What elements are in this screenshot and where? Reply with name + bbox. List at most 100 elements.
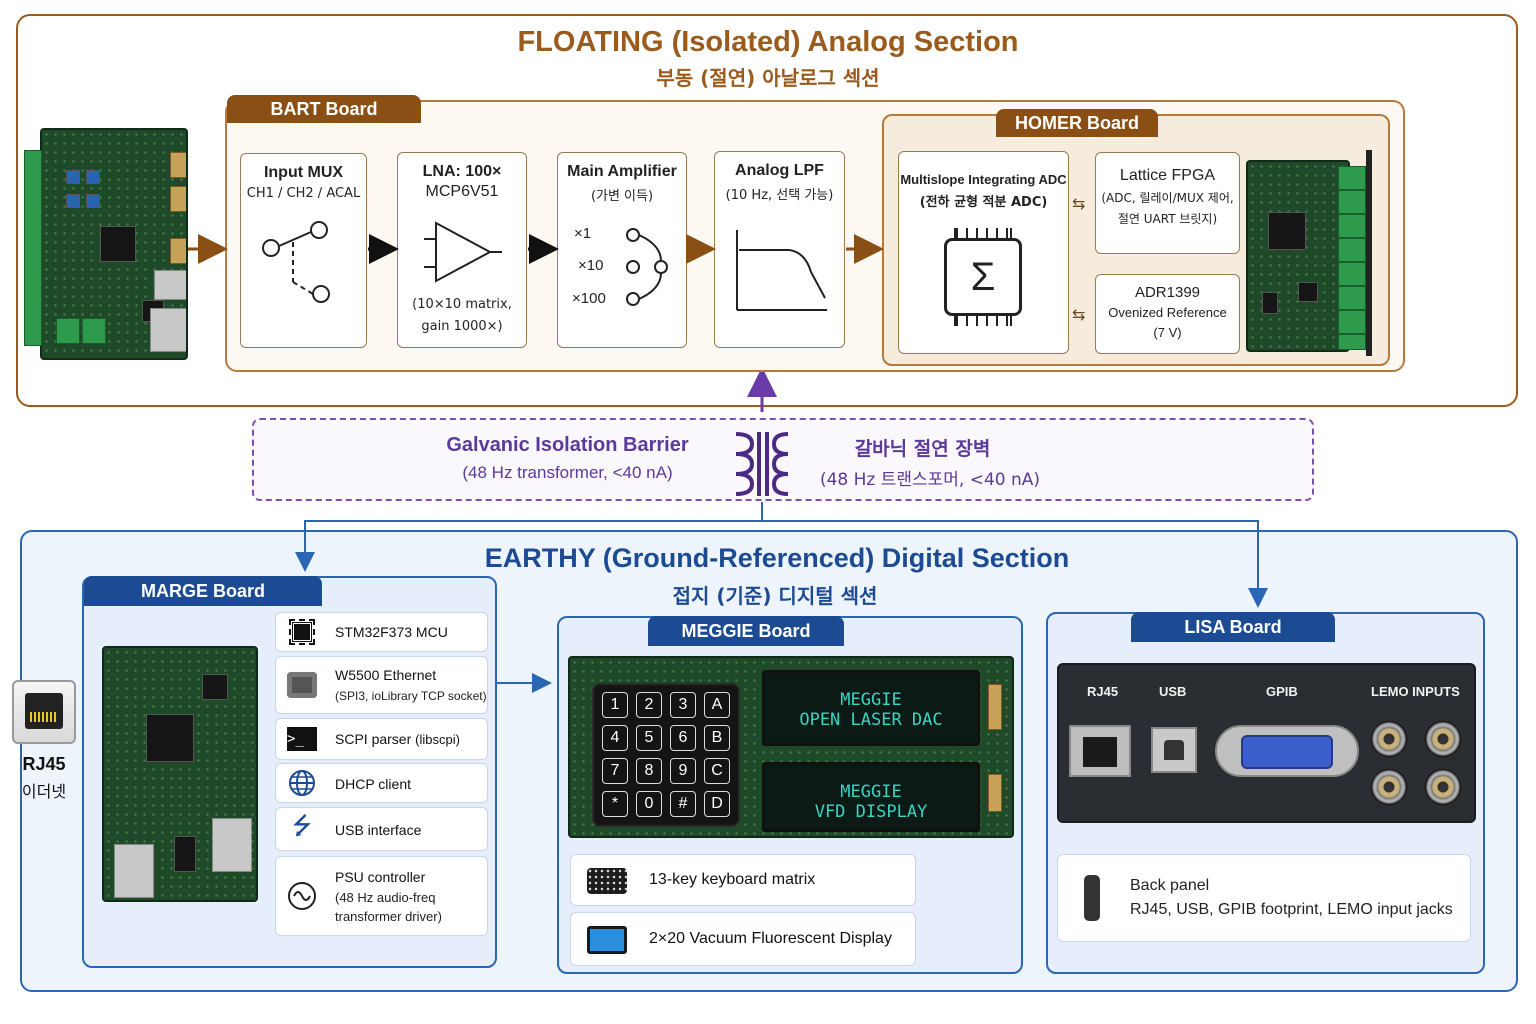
lemo-jack-2[interactable] [1425,721,1461,757]
keypad-key[interactable]: 3 [670,692,696,718]
vfd-display-bottom: MEGGIE VFD DISPLAY [762,762,980,832]
marge-feature-psu-label: PSU controller [335,869,426,885]
main-amplifier-sub: (가변 이득) [590,189,654,204]
keypad-key[interactable]: 5 [636,725,662,751]
keypad-key[interactable]: B [704,725,730,751]
keypad-key[interactable]: C [704,758,730,784]
vfd-bottom-line2: VFD DISPLAY [814,802,928,822]
panel-label-lemo: LEMO INPUTS [1371,684,1460,699]
marge-feature-psu-sub1: (48 Hz audio-freq [335,890,436,905]
vfd-top-line1: MEGGIE [840,690,902,710]
monitor-icon [587,926,627,954]
reference-title: ADR1399 [1134,284,1201,301]
fpga-title: Lattice FPGA [1119,167,1216,184]
keypad-key[interactable]: * [602,791,628,817]
reference-block: ADR1399 Ovenized Reference (7 V) [1095,274,1240,354]
marge-board-photo [102,646,258,902]
keypad-key[interactable]: D [704,791,730,817]
ethernet-icon [286,669,318,701]
panel-usb-port[interactable] [1151,727,1197,773]
marge-feature-mcu-label: STM32F373 MCU [335,624,448,640]
adc-block: Multislope Integrating ADC (전하 균형 적분 ADC… [898,151,1069,354]
analog-lpf-title: Analog LPF [735,162,824,179]
barrier-title-en: Galvanic Isolation Barrier [446,434,689,456]
meggie-board-tab: MEGGIE Board [648,616,844,646]
lowpass-response-icon [736,230,827,311]
fpga-block: Lattice FPGA (ADC, 릴레이/MUX 제어, 절연 UART 브… [1095,152,1240,254]
keyboard-icon [587,868,627,894]
gain-x100-label: ×100 [572,290,606,307]
marge-feature-ethernet-label: W5500 Ethernet [335,667,437,683]
keypad-key[interactable]: 9 [670,758,696,784]
fpga-sub2: 절연 UART 브릿지) [1117,212,1218,226]
lisa-board-tab: LISA Board [1131,612,1335,642]
amplifier-icon [424,221,502,283]
marge-feature-usb: ⭍ USB interface [275,807,488,851]
rj45-ethernet-jack-icon[interactable] [12,680,76,744]
keypad-key[interactable]: 8 [636,758,662,784]
keypad-key[interactable]: 7 [602,758,628,784]
marge-feature-ethernet: W5500 Ethernet (SPI3, ioLibrary TCP sock… [275,656,488,714]
keypad-key[interactable]: 0 [636,791,662,817]
input-mux-block: Input MUX CH1 / CH2 / ACAL [240,153,367,348]
marge-feature-scpi-sub: (libscpi) [415,732,460,747]
panel-label-usb: USB [1159,684,1187,699]
keypad-key[interactable]: 2 [636,692,662,718]
panel-connectors-icon [1084,875,1100,921]
marge-feature-dhcp: DHCP client [275,763,488,803]
bart-board-photo [40,128,188,360]
gain-selector-icon [626,228,668,306]
lisa-back-panel: RJ45 USB GPIB LEMO INPUTS [1057,663,1476,823]
keypad-key[interactable]: # [670,791,696,817]
lna-part: MCP6V51 [425,183,499,200]
fpga-sub1: (ADC, 릴레이/MUX 제어, [1101,191,1234,205]
gain-x1-label: ×1 [574,225,592,242]
keypad-key[interactable]: A [704,692,730,718]
lisa-note-sub: RJ45, USB, GPIB footprint, LEMO input ja… [1130,901,1453,918]
earthy-section-subtitle: 접지 (기준) 디지털 섹션 [672,584,878,608]
lemo-jack-4[interactable] [1425,769,1461,805]
floating-section-title: FLOATING (Isolated) Analog Section [517,26,1019,58]
input-mux-title: Input MUX [263,164,344,181]
meggie-feature-keyboard-label: 13-key keyboard matrix [649,871,816,888]
sigma-chip-icon: Σ [944,238,1022,316]
marge-feature-scpi: >_ SCPI parser (libscpi) [275,718,488,760]
keypad-key[interactable]: 1 [602,692,628,718]
lemo-jack-3[interactable] [1371,769,1407,805]
vfd-connector-bottom [988,774,1002,812]
globe-icon [286,767,318,799]
main-amplifier-title: Main Amplifier [567,163,677,180]
chip-pins-top [954,228,1012,238]
panel-rj45-port[interactable] [1069,725,1131,777]
marge-feature-psu: PSU controller (48 Hz audio-freq transfo… [275,856,488,936]
bart-board-tab: BART Board [227,95,421,123]
lna-matrix-note: (10×10 matrix, [412,297,512,312]
marge-feature-usb-label: USB interface [335,822,422,838]
barrier-sub-en: (48 Hz transformer, <40 nA) [462,463,673,482]
earthy-section-title: EARTHY (Ground-Referenced) Digital Secti… [484,543,1070,573]
reference-sub1: Ovenized Reference [1108,305,1227,320]
adc-title: Multislope Integrating ADC [900,172,1067,187]
usb-icon: ⭍ [292,812,312,840]
sine-wave-icon [286,880,318,912]
keypad-key[interactable]: 4 [602,725,628,751]
marge-feature-scpi-label: SCPI parser [335,731,412,747]
floating-section-subtitle: 부동 (절연) 아날로그 섹션 [656,66,880,90]
chip-pins-bottom [954,316,1012,326]
vfd-bottom-line1: MEGGIE [840,782,902,802]
lna-title: LNA: 100× [422,163,502,180]
analog-lpf-block: Analog LPF (10 Hz, 선택 가능) [714,151,845,348]
marge-feature-mcu: STM32F373 MCU [275,612,488,652]
homer-board-tab: HOMER Board [996,109,1158,137]
barrier-sub-ko: (48 Hz 트랜스포머, <40 nA) [819,470,1041,490]
marge-feature-dhcp-label: DHCP client [335,776,411,792]
lemo-jack-1[interactable] [1371,721,1407,757]
reference-sub2: (7 V) [1153,325,1182,340]
switch-icon [262,221,330,303]
keypad-key[interactable]: 6 [670,725,696,751]
panel-gpib-connector[interactable] [1215,725,1359,777]
lisa-note-title: Back panel [1130,877,1210,894]
bart-terminal-strip [24,150,42,346]
analog-lpf-sub: (10 Hz, 선택 가능) [725,188,834,203]
